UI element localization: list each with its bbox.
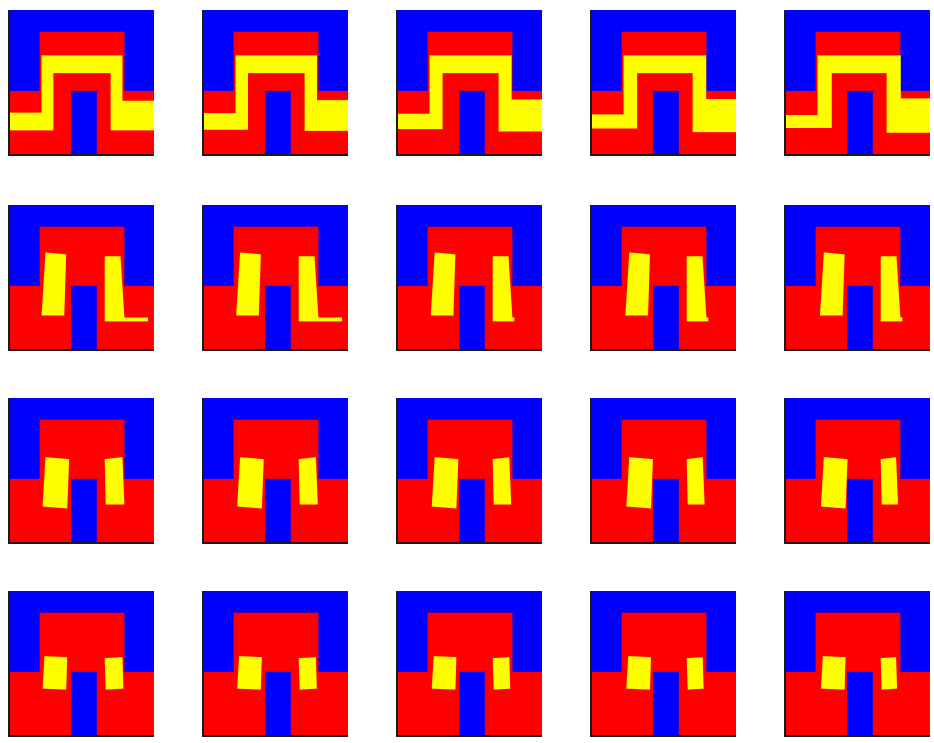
segmentation-image <box>786 205 930 349</box>
inner-bar-region <box>71 286 97 349</box>
evolving-region-left-block <box>43 656 68 690</box>
segmentation-panel <box>396 205 542 351</box>
segmentation-image <box>592 10 736 154</box>
segmentation-image <box>398 398 542 542</box>
segmentation-image <box>204 591 348 735</box>
inner-bar-region <box>847 479 873 542</box>
segmentation-image <box>10 398 154 542</box>
segmentation-image <box>398 591 542 735</box>
evolving-region-left-block <box>626 656 651 690</box>
segmentation-panel <box>784 591 930 737</box>
evolving-region-left-block <box>42 252 67 315</box>
segmentation-panel <box>590 205 736 351</box>
segmentation-image <box>204 205 348 349</box>
segmentation-panel <box>396 10 542 156</box>
segmentation-image <box>10 10 154 154</box>
segmentation-image <box>786 398 930 542</box>
segmentation-panel <box>784 205 930 351</box>
segmentation-panel <box>784 10 930 156</box>
evolving-region-right-block <box>687 457 705 504</box>
evolving-region-right-block <box>493 457 512 504</box>
segmentation-panel <box>8 205 154 351</box>
evolving-region-right-block <box>493 657 511 690</box>
segmentation-panel <box>202 398 348 544</box>
segmentation-panel <box>590 10 736 156</box>
evolving-region-left-block <box>821 457 848 508</box>
segmentation-panel <box>590 591 736 737</box>
segmentation-panel <box>202 591 348 737</box>
segmentation-panel <box>202 10 348 156</box>
inner-bar-region <box>653 479 679 542</box>
segmentation-panel <box>8 398 154 544</box>
inner-bar-region <box>847 91 873 154</box>
segmentation-panel <box>396 398 542 544</box>
evolving-region-left-block <box>625 252 650 315</box>
inner-bar-region <box>653 286 679 349</box>
segmentation-image <box>786 10 930 154</box>
inner-bar-region <box>653 91 679 154</box>
segmentation-panel <box>202 205 348 351</box>
inner-bar-region <box>459 672 485 735</box>
inner-bar-region <box>459 286 485 349</box>
inner-bar-region <box>265 286 291 349</box>
segmentation-panel <box>784 398 930 544</box>
evolving-region-left-block <box>431 252 456 315</box>
segmentation-image <box>592 591 736 735</box>
inner-bar-region <box>653 672 679 735</box>
inner-bar-region <box>459 91 485 154</box>
evolving-region-right-block <box>105 657 124 690</box>
inner-bar-region <box>847 286 873 349</box>
evolving-region-right-block <box>105 457 125 504</box>
evolving-region-right-block <box>299 457 318 504</box>
inner-bar-region <box>71 479 97 542</box>
evolving-region-left-block <box>432 457 459 508</box>
evolving-region-right-block <box>881 457 898 504</box>
segmentation-panel <box>8 591 154 737</box>
evolving-region-left-block <box>236 252 261 315</box>
evolving-region-left-block <box>626 457 653 508</box>
evolving-region-left-block <box>821 656 846 690</box>
inner-bar-region <box>71 91 97 154</box>
evolving-region-left-block <box>820 252 845 315</box>
segmentation-image <box>398 10 542 154</box>
inner-bar-region <box>265 672 291 735</box>
segmentation-image <box>592 398 736 542</box>
evolving-region-right-block <box>881 657 897 690</box>
inner-bar-region <box>265 91 291 154</box>
segmentation-image <box>10 591 154 735</box>
evolving-region-right-block <box>687 657 704 690</box>
evolving-region-left-block <box>432 656 457 690</box>
evolving-region-right-block <box>299 657 317 690</box>
segmentation-image <box>204 398 348 542</box>
inner-bar-region <box>847 672 873 735</box>
segmentation-image <box>204 10 348 154</box>
segmentation-panel <box>8 10 154 156</box>
evolving-region-left-block <box>237 656 262 690</box>
segmentation-panel <box>396 591 542 737</box>
evolving-region-left-block <box>43 457 70 508</box>
segmentation-panel <box>590 398 736 544</box>
segmentation-image <box>10 205 154 349</box>
inner-bar-region <box>71 672 97 735</box>
inner-bar-region <box>459 479 485 542</box>
segmentation-image <box>592 205 736 349</box>
segmentation-image <box>786 591 930 735</box>
segmentation-image <box>398 205 542 349</box>
inner-bar-region <box>265 479 291 542</box>
evolving-region-left-block <box>237 457 264 508</box>
